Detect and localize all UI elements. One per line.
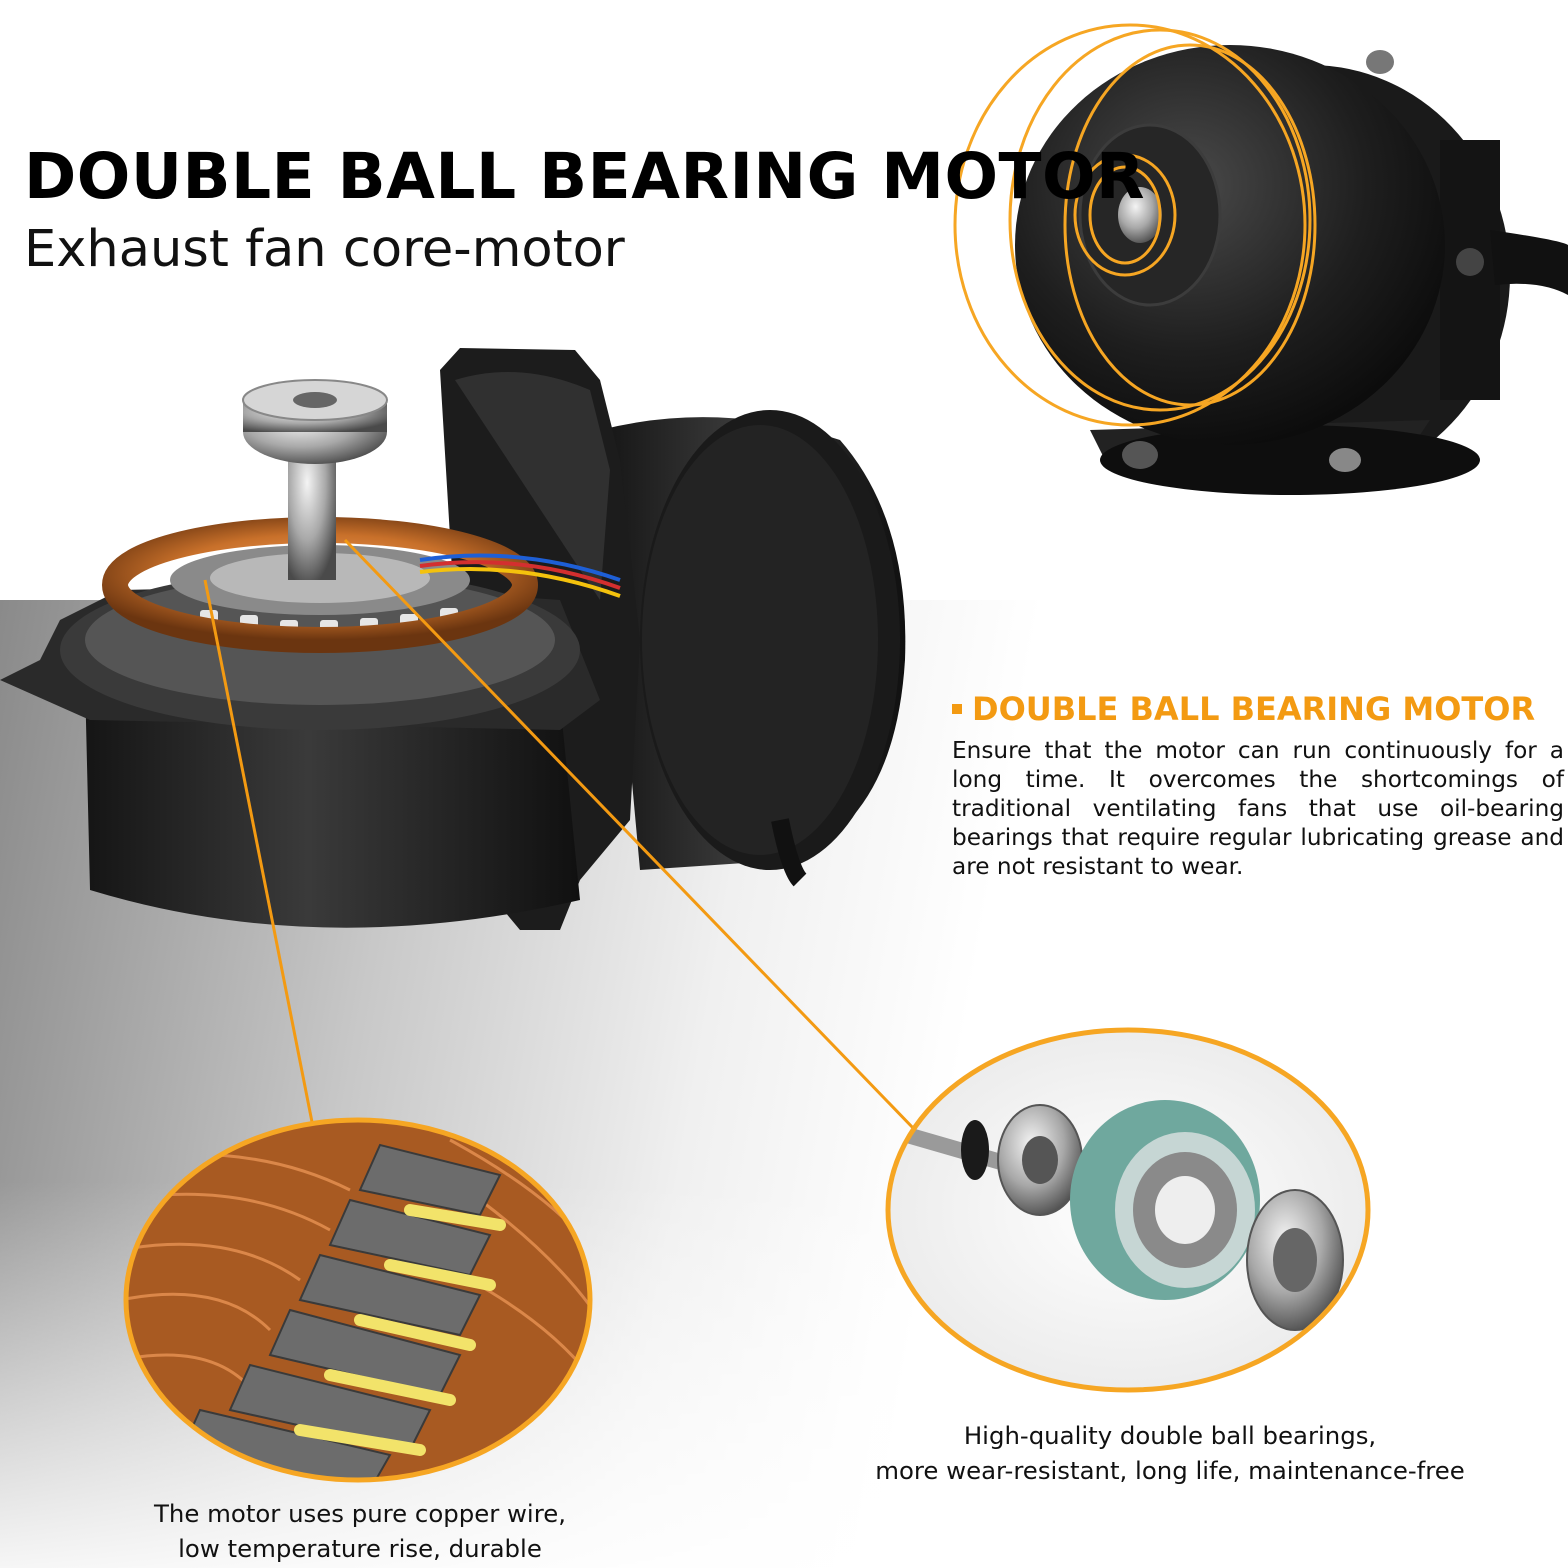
copper-winding-closeup-image	[123, 1117, 593, 1483]
square-bullet-icon	[952, 704, 962, 714]
bearing-caption-line1: High-quality double ball bearings,	[963, 1421, 1377, 1450]
feature-section: DOUBLE BALL BEARING MOTOR Ensure that th…	[952, 690, 1564, 881]
page-subtitle: Exhaust fan core-motor	[24, 220, 625, 279]
motor-back-view-image	[953, 23, 1568, 495]
copper-caption-line2: low temperature rise, durable	[178, 1534, 542, 1563]
copper-caption-line1: The motor uses pure copper wire,	[154, 1499, 566, 1528]
rotor-bearing-closeup-image	[885, 1027, 1371, 1393]
feature-heading: DOUBLE BALL BEARING MOTOR	[952, 690, 1564, 728]
feature-heading-text: DOUBLE BALL BEARING MOTOR	[972, 690, 1536, 728]
bearing-caption: High-quality double ball bearings, more …	[850, 1418, 1490, 1488]
bearing-caption-line2: more wear-resistant, long life, maintena…	[875, 1456, 1465, 1485]
callout-lines	[203, 538, 917, 1132]
copper-caption: The motor uses pure copper wire, low tem…	[120, 1496, 600, 1566]
open-motor-stator-image	[0, 348, 906, 930]
feature-description: Ensure that the motor can run continuous…	[952, 737, 1564, 880]
page-title: DOUBLE BALL BEARING MOTOR	[24, 140, 1146, 213]
